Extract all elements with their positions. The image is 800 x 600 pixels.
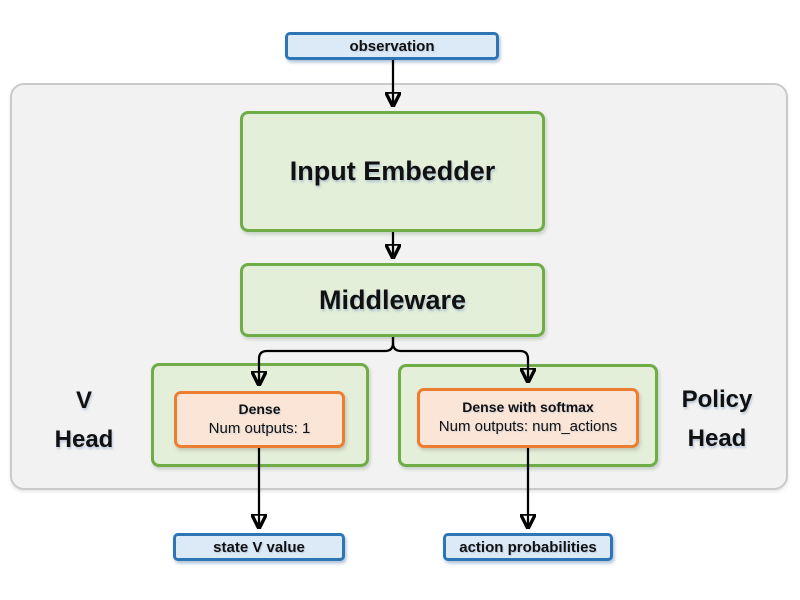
state-v-value-node: state V value [173,533,345,561]
policy-head-label-line2: Head [687,425,747,452]
v-head-label-line2: Head [54,426,114,453]
observation-node: observation [285,32,499,60]
v-dense-title: Dense [238,400,281,417]
policy-head-label: Policy Head [657,380,777,458]
middleware-node: Middleware [240,263,545,337]
v-head-label: V Head [24,381,144,459]
input-embedder-node: Input Embedder [240,111,545,232]
action-probabilities-node: action probabilities [443,533,613,561]
policy-dense-title: Dense with softmax [462,399,594,416]
policy-dense-subtitle: Num outputs: num_actions [438,418,618,436]
policy-dense-node: Dense with softmax Num outputs: num_acti… [417,388,639,448]
v-dense-node: Dense Num outputs: 1 [174,391,345,448]
v-head-label-line1: V [75,387,92,414]
v-dense-subtitle: Num outputs: 1 [208,419,311,437]
policy-head-label-line1: Policy [681,386,753,413]
